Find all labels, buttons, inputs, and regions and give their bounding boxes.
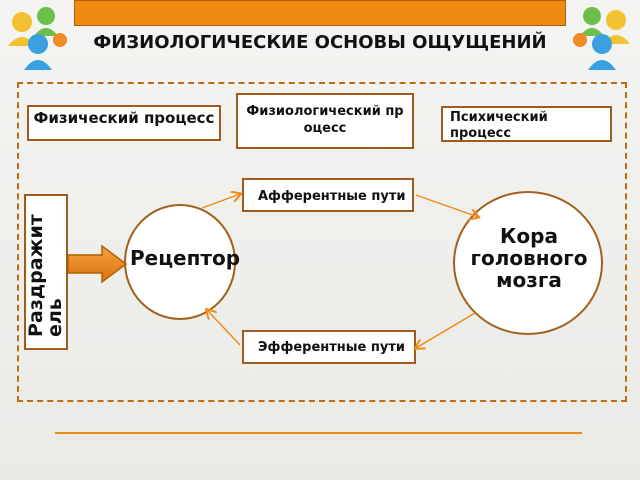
people-icon-right xyxy=(573,7,630,70)
psychic-process-label: Психический процесс xyxy=(450,110,548,141)
physical-process-box: Физический процесс xyxy=(27,105,221,141)
psychic-process-box: Психический процесс xyxy=(441,106,612,142)
stimulus-box: Раздражитель xyxy=(24,194,68,350)
afferent-pathways-label: Афферентные пути xyxy=(258,189,406,204)
receptor-circle: Рецептор xyxy=(124,204,240,320)
page-title: ФИЗИОЛОГИЧЕСКИЕ ОСНОВЫ ОЩУЩЕНИЙ xyxy=(93,32,547,53)
afferent-pathways-box: Афферентные пути xyxy=(242,178,414,212)
efferent-pathways-box: Эфферентные пути xyxy=(242,330,416,364)
title-bar xyxy=(74,0,566,26)
people-icon-left xyxy=(8,7,67,70)
physiological-process-label: Физиологический процесс xyxy=(246,104,404,136)
stimulus-arrow xyxy=(67,244,128,284)
cortex-label: Кора головного мозга xyxy=(470,224,588,292)
efferent-pathways-label: Эфферентные пути xyxy=(258,340,405,355)
physical-process-label: Физический процесс xyxy=(33,109,215,127)
arrow-receptor-to-afferent xyxy=(201,194,240,209)
bottom-divider xyxy=(55,432,582,434)
diagram-frame xyxy=(17,82,627,402)
arrow-cortex-to-efferent xyxy=(416,312,476,348)
receptor-label: Рецептор xyxy=(130,246,241,270)
arrow-afferent-to-cortex xyxy=(415,194,478,217)
physiological-process-box: Физиологический процесс xyxy=(236,93,414,149)
arrow-efferent-to-receptor xyxy=(207,310,241,346)
